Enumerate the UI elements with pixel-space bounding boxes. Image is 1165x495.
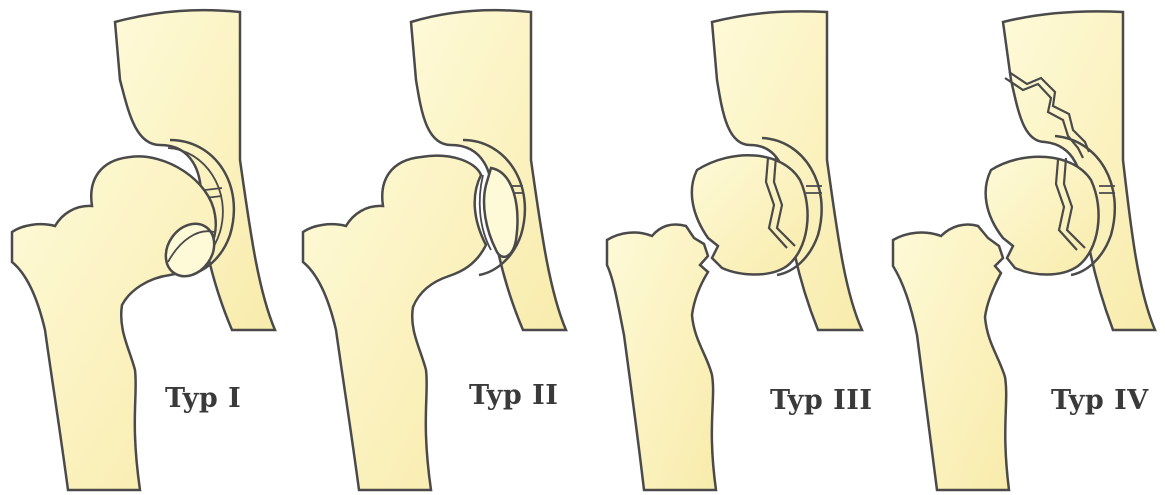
panel-typ-1: Typ I <box>0 0 291 495</box>
femur <box>893 224 1009 490</box>
femur <box>12 156 216 490</box>
hip-diagram-typ-3 <box>582 0 873 495</box>
hip-diagram-typ-2 <box>291 0 582 495</box>
hip-diagram-typ-1 <box>0 0 291 495</box>
panel-label: Typ III <box>770 385 872 416</box>
femoral-head <box>692 155 808 274</box>
femur <box>303 156 486 490</box>
femur <box>607 224 716 490</box>
panel-typ-2: Typ II <box>291 0 582 495</box>
panel-label: Typ IV <box>1051 385 1149 416</box>
panel-typ-4: Typ IV <box>873 0 1164 495</box>
panel-label: Typ II <box>469 380 558 411</box>
panel-label: Typ I <box>165 383 241 414</box>
panel-typ-3: Typ III <box>582 0 873 495</box>
hip-diagram-typ-4 <box>873 0 1164 495</box>
